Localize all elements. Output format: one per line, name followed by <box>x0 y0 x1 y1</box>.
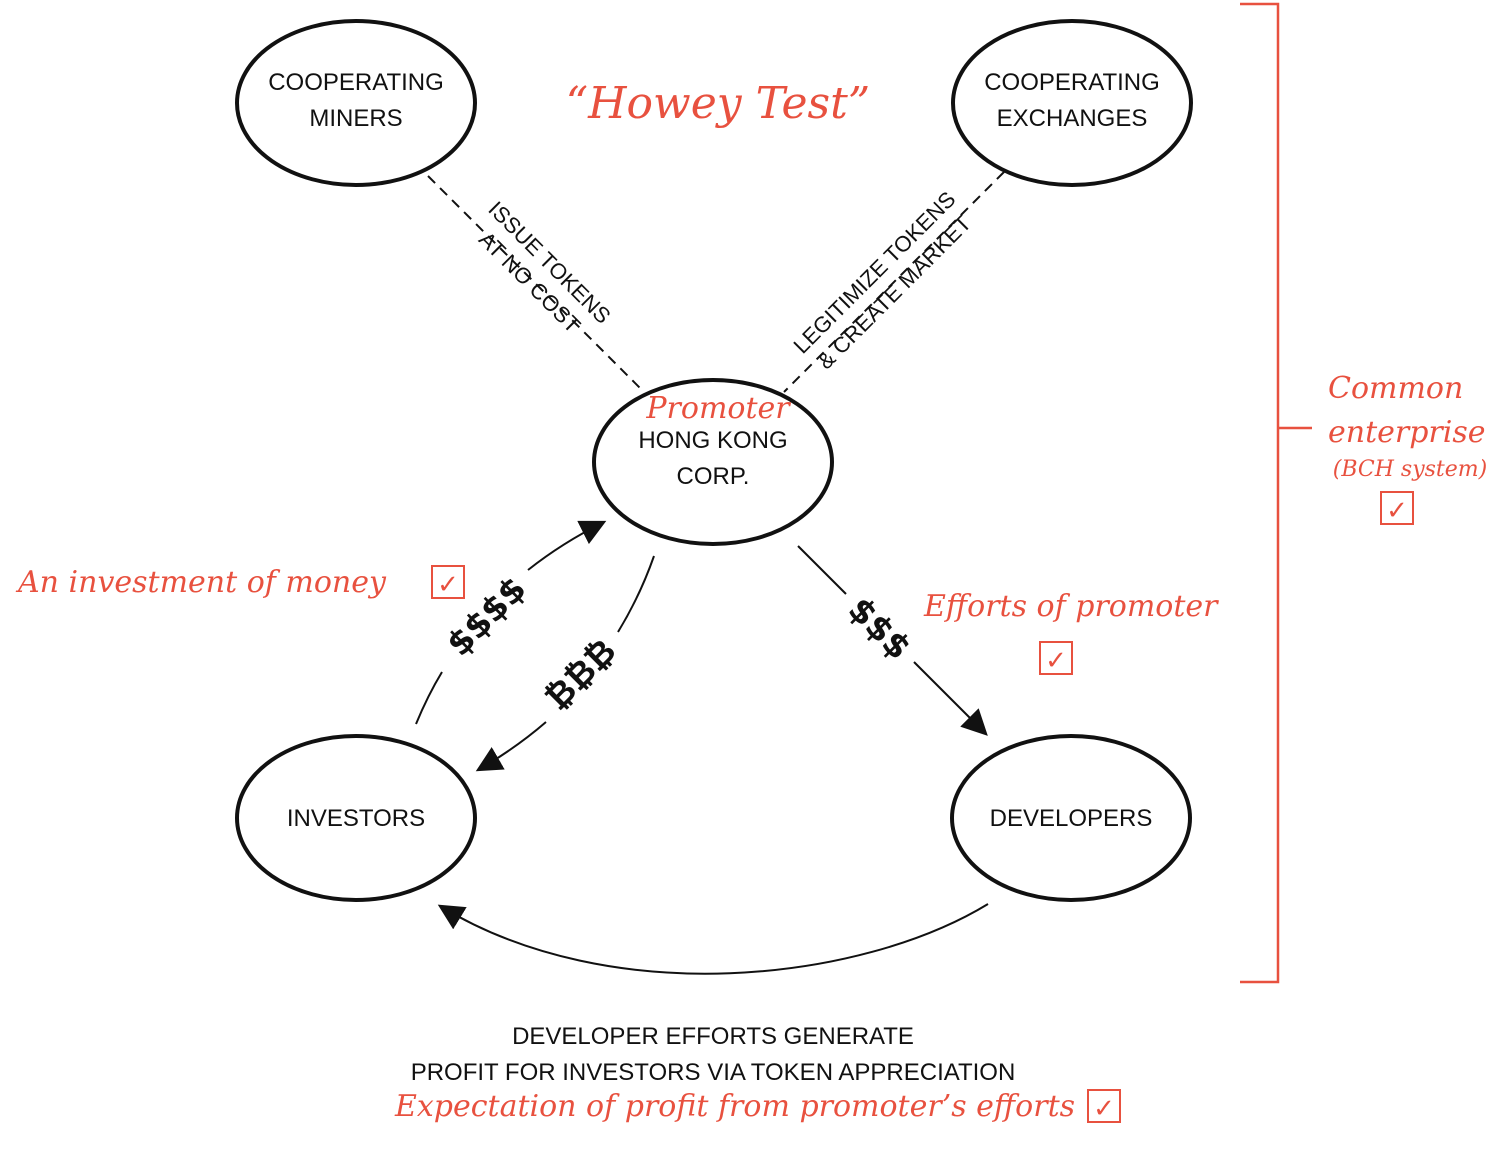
promoter-to-investors-arrow-upper <box>617 555 655 633</box>
miners-edge-label: ISSUE TOKENS AT NO COST <box>474 196 616 338</box>
investment-checkbox: ✓ <box>431 565 465 600</box>
promoter-to-developers-line-lower <box>913 661 988 736</box>
node-promoter: Promoter HONG KONG CORP. <box>592 378 834 546</box>
node-cooperating-exchanges: COOPERATING EXCHANGES <box>951 19 1193 187</box>
investors-to-promoter-arrow-upper <box>527 520 607 571</box>
checkmark-icon: ✓ <box>1386 496 1408 526</box>
node-developers: DEVELOPERS <box>950 734 1192 902</box>
svg-text:HONG KONG: HONG KONG <box>638 427 787 454</box>
promoter-to-investors-arrow-lower <box>475 721 547 772</box>
developers-to-investors-curve <box>437 903 989 975</box>
footer-line2: PROFIT FOR INVESTORS VIA TOKEN APPRECIAT… <box>411 1059 1016 1086</box>
svg-text:MINERS: MINERS <box>309 105 402 132</box>
svg-text:INVESTORS: INVESTORS <box>287 805 425 832</box>
checkmark-icon: ✓ <box>1093 1094 1115 1124</box>
common-enterprise-bracket <box>1240 2 1280 984</box>
node-investors: INVESTORS <box>235 734 477 902</box>
promoter-annotation: Promoter <box>645 391 791 426</box>
developers-money-label: $$$ <box>840 589 918 667</box>
svg-text:CORP.: CORP. <box>677 463 750 490</box>
common-enterprise-annotation-line3: (BCH system) <box>1333 457 1487 482</box>
svg-text:LEGITIMIZE TOKENS: LEGITIMIZE TOKENS <box>789 187 961 359</box>
expectation-checkbox: ✓ <box>1087 1089 1121 1124</box>
diagram-title: “Howey Test” <box>566 78 871 129</box>
svg-text:COOPERATING: COOPERATING <box>984 69 1160 96</box>
svg-text:DEVELOPERS: DEVELOPERS <box>990 805 1153 832</box>
exchanges-promoter-dashed-line <box>783 171 1005 393</box>
expectation-annotation: Expectation of profit from promoter’s ef… <box>394 1089 1075 1124</box>
common-enterprise-annotation-line2: enterprise <box>1328 415 1486 450</box>
efforts-checkbox: ✓ <box>1039 641 1073 676</box>
svg-text:EXCHANGES: EXCHANGES <box>997 105 1148 132</box>
checkmark-icon: ✓ <box>437 570 459 600</box>
svg-text:COOPERATING: COOPERATING <box>268 69 444 96</box>
investors-to-promoter-arrow-lower <box>415 671 443 725</box>
investment-annotation: An investment of money <box>15 565 387 600</box>
promoter-to-developers-line-upper <box>797 545 847 595</box>
node-cooperating-miners: COOPERATING MINERS <box>235 19 477 187</box>
common-enterprise-annotation-line1: Common <box>1328 371 1463 406</box>
common-enterprise-checkbox: ✓ <box>1380 491 1414 526</box>
footer-line1: DEVELOPER EFFORTS GENERATE <box>512 1023 914 1050</box>
exchanges-edge-label: LEGITIMIZE TOKENS & CREATE MARKET <box>789 187 976 374</box>
bitcoin-tokens-label: ₿₿₿ <box>537 631 624 718</box>
checkmark-icon: ✓ <box>1045 646 1067 676</box>
efforts-annotation: Efforts of promoter <box>923 589 1219 624</box>
